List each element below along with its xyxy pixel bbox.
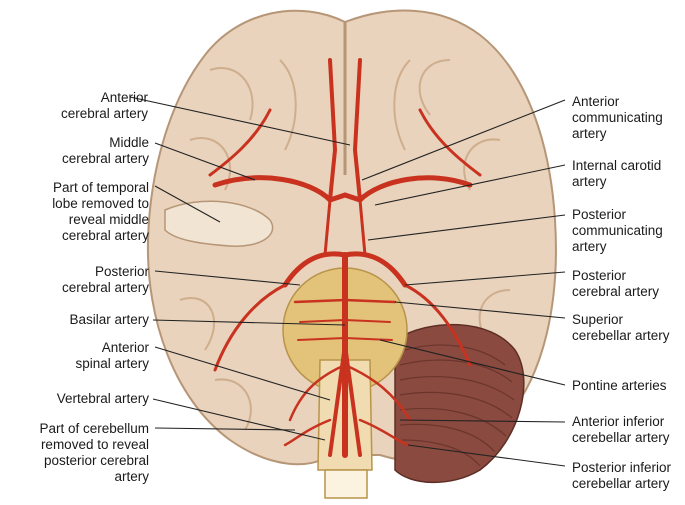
- label-temporal-lobe-removed: Part of temporal lobe removed to reveal …: [52, 180, 149, 243]
- label-posterior-communicating-artery: Posterior communicating artery: [572, 207, 663, 254]
- label-posterior-inferior-cerebellar-artery: Posterior inferior cerebellar artery: [572, 460, 672, 491]
- label-anterior-spinal-artery: Anterior spinal artery: [75, 340, 149, 371]
- cerebellum-folia: [399, 344, 515, 467]
- label-anterior-inferior-cerebellar-artery: Anterior inferior cerebellar artery: [572, 414, 670, 445]
- label-pontine-arteries: Pontine arteries: [572, 378, 667, 393]
- arteries: [208, 58, 482, 458]
- spinal-cord-section: [324, 469, 368, 499]
- leader-lines: [129, 96, 566, 467]
- label-cerebellum-removed: Part of cerebellum removed to reveal pos…: [39, 421, 149, 484]
- label-internal-carotid-artery: Internal carotid artery: [572, 158, 662, 189]
- temporal-lobe-cutaway: [164, 200, 274, 247]
- label-posterior-cerebral-artery-right: Posterior cerebral artery: [572, 268, 660, 299]
- label-basilar-artery: Basilar artery: [69, 312, 149, 327]
- label-anterior-cerebral-artery: Anterior cerebral artery: [60, 90, 148, 121]
- label-superior-cerebellar-artery: Superior cerebellar artery: [572, 312, 670, 343]
- cerebellum: [394, 323, 525, 484]
- label-posterior-cerebral-artery-left: Posterior cerebral artery: [61, 264, 149, 295]
- label-middle-cerebral-artery: Middle cerebral artery: [61, 135, 149, 166]
- label-anterior-communicating-artery: Anterior communicating artery: [572, 94, 663, 141]
- label-vertebral-artery: Vertebral artery: [56, 391, 149, 406]
